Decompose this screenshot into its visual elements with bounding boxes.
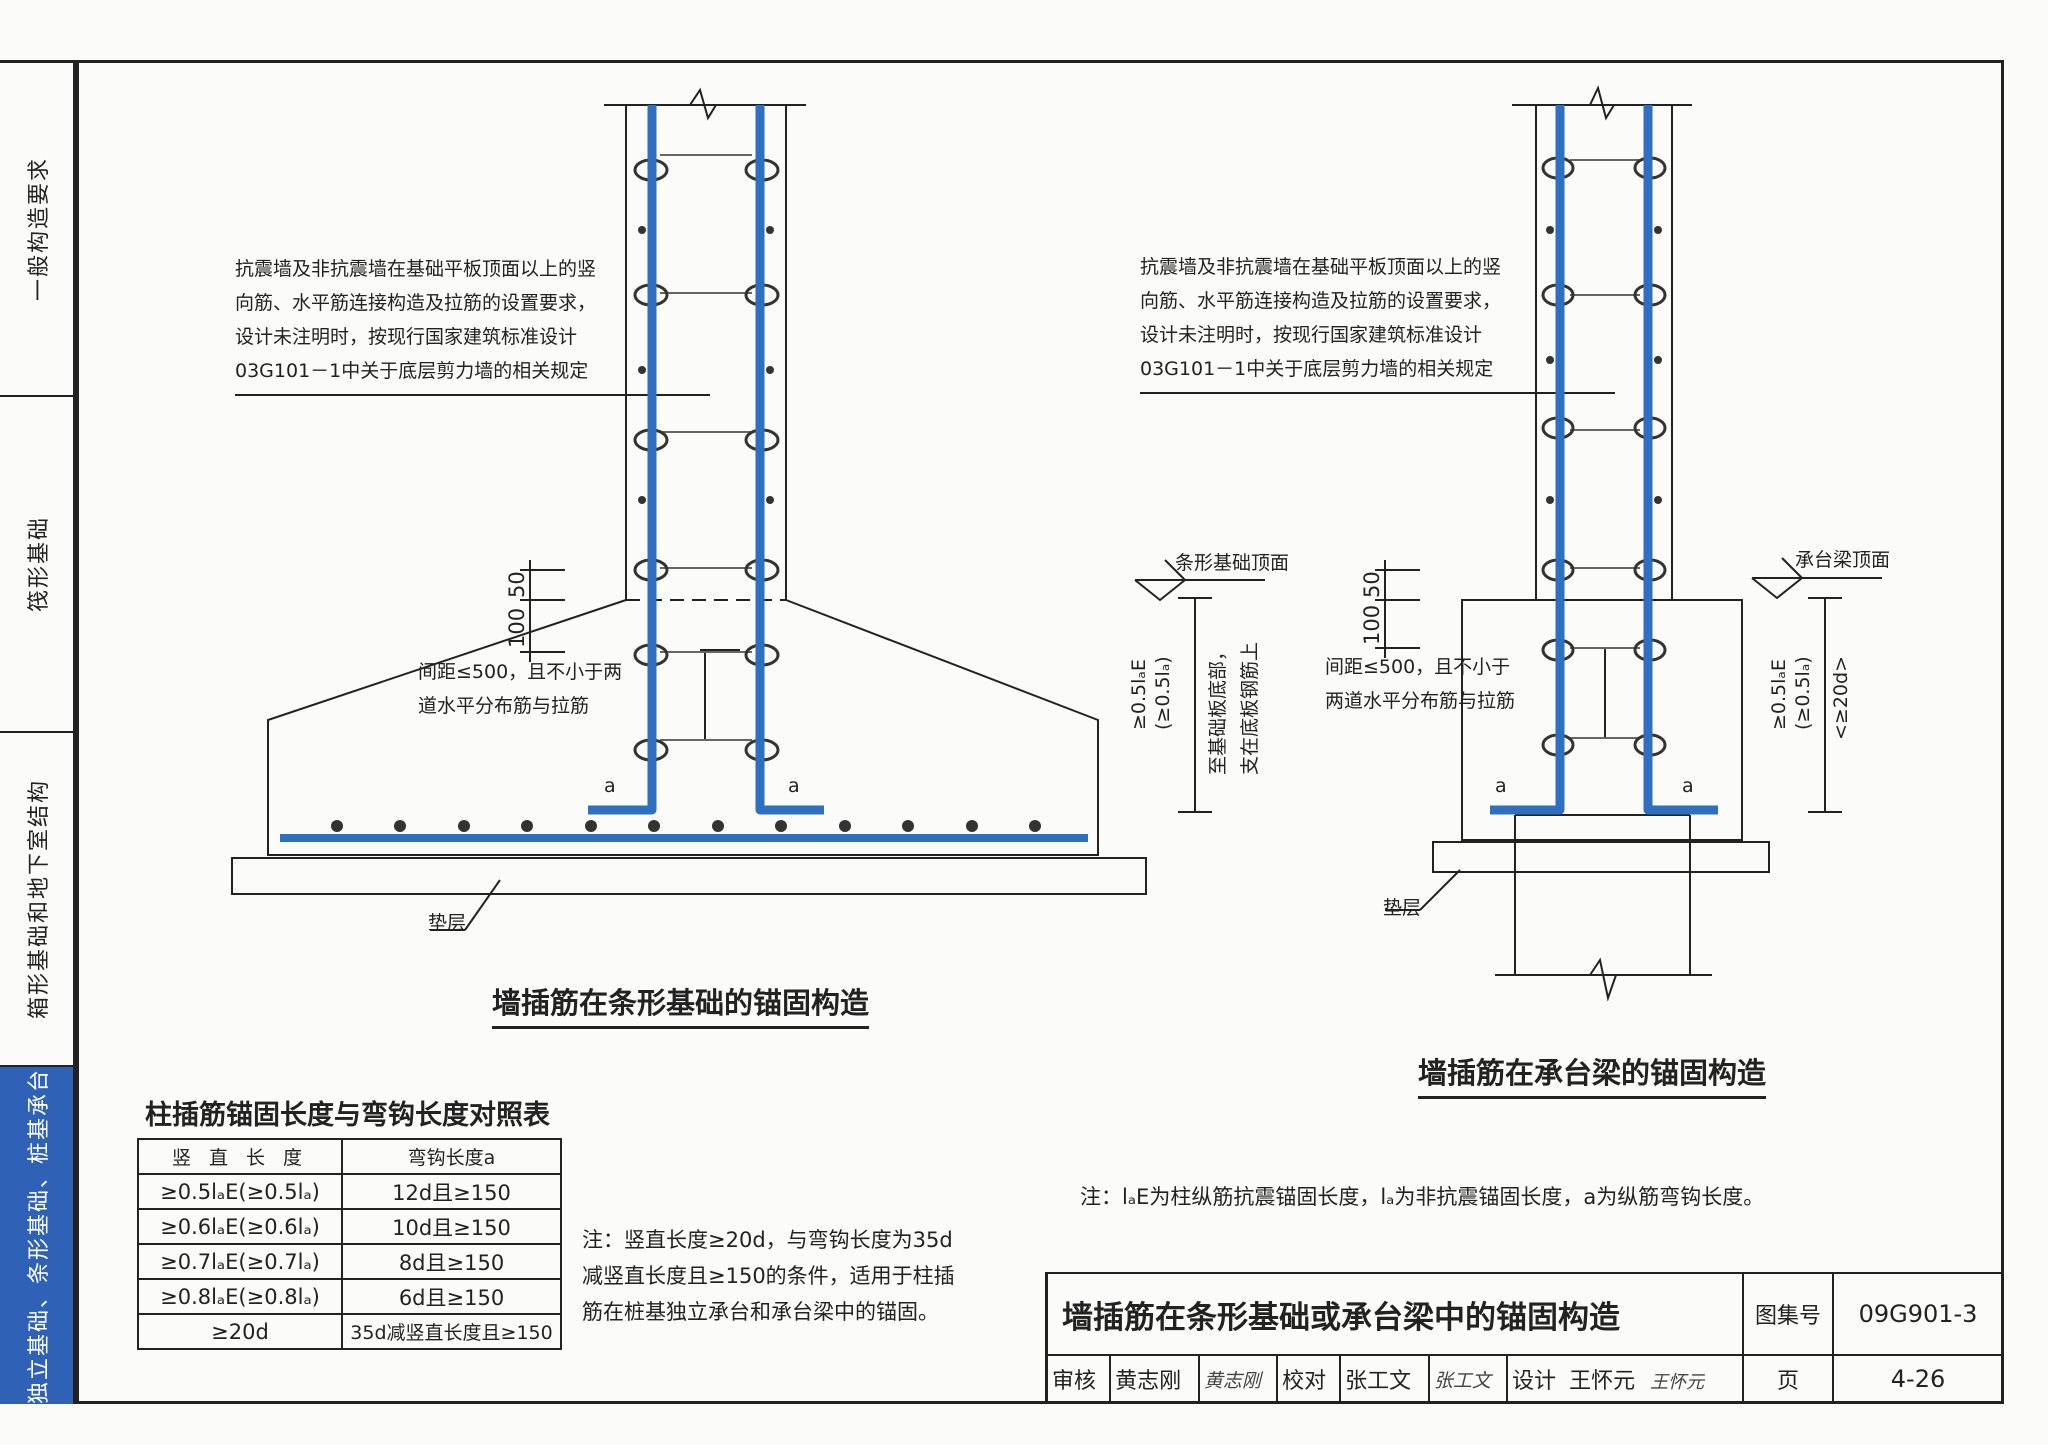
table-header-row: 竖 直 长 度 弯钩长度a: [137, 1138, 562, 1175]
right-caption: 墙插筋在承台梁的锚固构造: [1418, 1050, 1767, 1099]
page-label: 页: [1742, 1354, 1834, 1404]
table-cell: ≥0.6lₐE(≥0.6lₐ): [137, 1208, 343, 1245]
table-row: ≥0.6lₐE(≥0.6lₐ) 10d且≥150: [137, 1208, 562, 1245]
right-spacing-note: 两道水平分布筋与拉筋: [1325, 690, 1516, 712]
right-hook-a-label: a: [1682, 775, 1694, 797]
table-note-line: 减竖直长度且≥150的条件，适用于柱插: [582, 1264, 955, 1288]
left-hook-a-label: a: [788, 775, 800, 797]
table-cell: 35d减竖直长度且≥150: [341, 1313, 562, 1350]
table-cell: ≥0.5lₐE(≥0.5lₐ): [137, 1173, 343, 1210]
atlas-label: 图集号: [1742, 1272, 1834, 1356]
right-cushion-label: 垫层: [1383, 897, 1422, 919]
table-note-line: 注：竖直长度≥20d，与弯钩长度为35d: [582, 1228, 953, 1252]
right-dim-50: 50: [1360, 571, 1384, 598]
sidebar-tab-general[interactable]: 一般构造要求: [0, 63, 76, 397]
title-block: 墙插筋在条形基础或承台梁中的锚固构造 图集号 09G901-3 审核 黄志刚 黄…: [1045, 1272, 2004, 1404]
table-row: ≥20d 35d减竖直长度且≥150: [137, 1313, 562, 1350]
table-header: 弯钩长度a: [341, 1138, 562, 1175]
table-cell: 8d且≥150: [341, 1243, 562, 1280]
drawing-title: 墙插筋在条形基础或承台梁中的锚固构造: [1045, 1272, 1744, 1356]
left-margin-line: [0, 60, 76, 63]
left-note-line: 03G101－1中关于底层剪力墙的相关规定: [235, 360, 589, 382]
right-hook-a-label: a: [1495, 775, 1507, 797]
designer-name: 王怀元: [1569, 1369, 1636, 1394]
right-vert-dim-3: <≥20d>: [1830, 656, 1852, 740]
table-cell: ≥20d: [137, 1313, 343, 1350]
review-label: 审核: [1045, 1354, 1112, 1404]
check-label: 校对: [1276, 1354, 1342, 1404]
table-header: 竖 直 长 度: [137, 1138, 343, 1175]
drawing-frame: [76, 60, 2004, 1404]
designer-signature: 王怀元: [1650, 1372, 1705, 1393]
left-note-line: 向筋、水平筋连接构造及拉筋的设置要求，: [235, 292, 597, 314]
left-spacing-note: 道水平分布筋与拉筋: [418, 695, 590, 717]
right-spacing-note: 间距≤500，且不小于: [1325, 656, 1511, 678]
sidebar-tab-raft[interactable]: 筏形基础: [0, 397, 76, 733]
general-note: 注：lₐE为柱纵筋抗震锚固长度，lₐ为非抗震锚固长度，a为纵筋弯钩长度。: [1080, 1185, 1765, 1209]
table-row: ≥0.7lₐE(≥0.7lₐ) 8d且≥150: [137, 1243, 562, 1280]
right-note-line: 设计未注明时，按现行国家建筑标准设计: [1140, 324, 1483, 346]
design-info: 设计 王怀元 王怀元: [1506, 1354, 1744, 1404]
reviewer-signature: 黄志刚: [1197, 1354, 1279, 1404]
page-number: 4-26: [1832, 1354, 2004, 1404]
table-row: ≥0.8lₐE(≥0.8lₐ) 6d且≥150: [137, 1278, 562, 1315]
table-title: 柱插筋锚固长度与弯钩长度对照表: [145, 1100, 550, 1131]
left-note-line: 抗震墙及非抗震墙在基础平板顶面以上的竖: [235, 258, 597, 280]
table-cell: 10d且≥150: [341, 1208, 562, 1245]
sidebar-tab-isolated[interactable]: 独立基础、条形基础、桩基承台: [0, 1067, 76, 1404]
left-cushion-label: 垫层: [428, 912, 467, 934]
checker-signature: 张工文: [1427, 1354, 1509, 1404]
sidebar-tab-box[interactable]: 箱形基础和地下室结构: [0, 733, 76, 1067]
checker-name: 张工文: [1339, 1354, 1430, 1404]
left-caption: 墙插筋在条形基础的锚固构造: [492, 980, 870, 1029]
strip-top-label: 条形基础顶面: [1175, 552, 1290, 574]
right-note-line: 03G101－1中关于底层剪力墙的相关规定: [1140, 358, 1494, 380]
table-cell: 12d且≥150: [341, 1173, 562, 1210]
table-row: ≥0.5lₐE(≥0.5lₐ) 12d且≥150: [137, 1173, 562, 1210]
right-dim-100: 100: [1360, 604, 1384, 645]
cap-top-label: 承台梁顶面: [1795, 549, 1891, 571]
reviewer-name: 黄志刚: [1109, 1354, 1200, 1404]
table-cell: ≥0.8lₐE(≥0.8lₐ): [137, 1278, 343, 1315]
right-note-line: 向筋、水平筋连接构造及拉筋的设置要求，: [1140, 290, 1502, 312]
design-label: 设计: [1512, 1369, 1557, 1394]
table-cell: ≥0.7lₐE(≥0.7lₐ): [137, 1243, 343, 1280]
right-note-line: 抗震墙及非抗震墙在基础平板顶面以上的竖: [1140, 256, 1502, 278]
right-vert-dim-1: ≥0.5lₐE: [1768, 659, 1790, 730]
anchorage-table: 竖 直 长 度 弯钩长度a ≥0.5lₐE(≥0.5lₐ) 12d且≥150 ≥…: [137, 1138, 562, 1350]
table-note-line: 筋在桩基独立承台和承台梁中的锚固。: [582, 1300, 939, 1324]
atlas-number: 09G901-3: [1832, 1272, 2004, 1356]
left-note-line: 设计未注明时，按现行国家建筑标准设计: [235, 326, 578, 348]
left-spacing-note: 间距≤500，且不小于两: [418, 661, 623, 683]
right-vert-dim-2: (≥0.5lₐ): [1792, 656, 1814, 730]
left-hook-a-label: a: [604, 775, 616, 797]
table-cell: 6d且≥150: [341, 1278, 562, 1315]
